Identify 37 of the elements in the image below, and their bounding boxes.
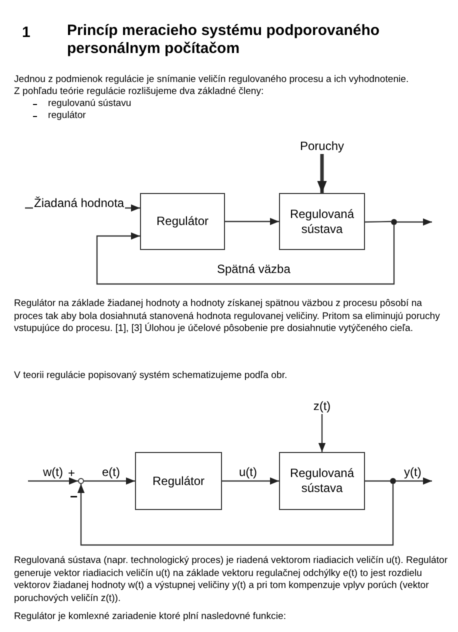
- sign-label: +: [68, 465, 76, 482]
- summing-junction: [78, 478, 84, 484]
- arrow: [225, 218, 279, 226]
- connector-line: [364, 220, 392, 223]
- edge-label: Spätná väzba: [216, 262, 292, 276]
- edge-label: Žiadaná hodnota: [33, 196, 126, 210]
- section-number: 1: [22, 23, 32, 43]
- arrow: [397, 218, 432, 226]
- arrow: [96, 225, 395, 285]
- process-box: Regulovaná sústava: [279, 452, 365, 510]
- edge-label: y(t): [403, 465, 422, 479]
- connector-line: [365, 480, 390, 482]
- arrow: [28, 477, 78, 485]
- signal-label: z(t): [309, 398, 335, 414]
- process-box: Regulátor: [140, 193, 225, 250]
- edge-label: w(t): [42, 465, 64, 479]
- process-box: Regulovaná sústava: [279, 193, 365, 250]
- arrow: [396, 477, 432, 485]
- process-box: Regulátor: [135, 452, 222, 510]
- list-item: regulátor: [48, 110, 87, 122]
- edge-label: u(t): [238, 465, 258, 479]
- edge-label: e(t): [101, 465, 121, 479]
- paragraph: Jednou z podmienok regulácie je snímanie veličín regulovaného procesu a ich vyhodnotenie.: [14, 74, 410, 86]
- arrow: [84, 477, 135, 485]
- arrow: [77, 484, 394, 546]
- signal-label: Poruchy: [297, 138, 347, 154]
- sign-label: −: [70, 488, 79, 506]
- paragraph: Regulátor na základe žiadanej hodnoty a hodnoty získanej spätnou väzbou z procesu pôsobí na proces tak aby bola dosiahnutá stanovená hodnota regulovanej veličiny. Pritom sa eliminujú poruchy vstupujúce do procesu. [1], [3] Úlohou je účelové pôsobenie pre dosiahnutie vytýčeného cieľa.: [14, 298, 441, 336]
- arrow: [317, 154, 327, 193]
- heading: Princíp meracieho systému podporovaného personálnym počítačom: [67, 22, 381, 58]
- paragraph: V teorii regulácie popisovaný systém schematizujeme podľa obr.: [14, 370, 288, 382]
- paragraph: Regulátor je komlexné zariadenie ktoré plní nasledovné funkcie:: [14, 611, 287, 623]
- paragraph: Regulovaná sústava (napr. technologický proces) je riadená vektorom riadiacich veličín u(t). Regulátor generuje vektor riadiacich veličín u(t) na základe vektoru regulačnej odchýlky e(t) to jest rozdielu vektorov žiadanej hodnoty w(t) a výstupnej veličiny y(t) a pri tom kompenzuje vplyv porúch (vektor poruchových veličín z(t)).: [14, 555, 449, 605]
- arrow: [222, 477, 279, 485]
- paragraph: Z pohľadu teórie regulácie rozlišujeme dva základné členy:: [14, 86, 265, 98]
- arrow: [318, 414, 326, 452]
- list-item: regulovanú sústavu: [48, 98, 132, 110]
